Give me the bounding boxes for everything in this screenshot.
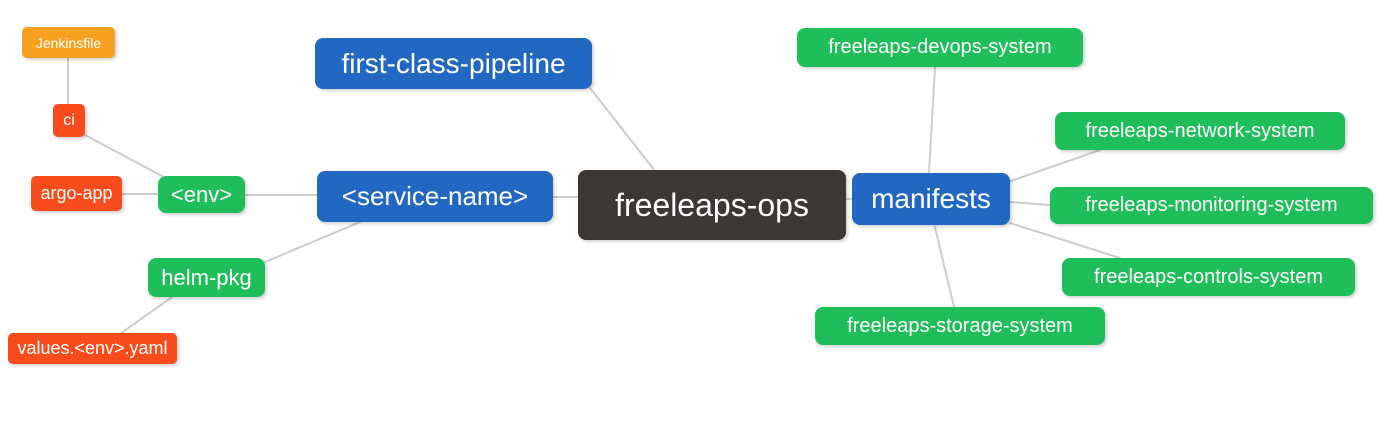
node-manifests[interactable]: manifests [852, 173, 1010, 225]
node-service-name[interactable]: <service-name> [317, 171, 553, 222]
node-env[interactable]: <env> [158, 176, 245, 213]
connector-manifests-storage [934, 226, 955, 308]
connector-ci-env [84, 134, 163, 177]
node-freeleaps-ops-root[interactable]: freeleaps-ops [578, 170, 846, 240]
node-argo-app[interactable]: argo-app [31, 176, 122, 211]
connector-manifests-network [1007, 149, 1101, 183]
node-first-class-pipeline[interactable]: first-class-pipeline [315, 38, 592, 89]
node-helm-pkg[interactable]: helm-pkg [148, 258, 265, 297]
connector-helm-pkg-values [119, 296, 173, 335]
node-freeleaps-storage-system[interactable]: freeleaps-storage-system [815, 307, 1105, 345]
connector-pipeline-root [589, 87, 656, 172]
node-values-env-yaml[interactable]: values.<env>.yaml [8, 333, 177, 364]
node-freeleaps-monitoring-system[interactable]: freeleaps-monitoring-system [1050, 187, 1373, 224]
node-ci[interactable]: ci [53, 104, 85, 137]
node-freeleaps-controls-system[interactable]: freeleaps-controls-system [1062, 258, 1355, 296]
connector-manifests-controls [1009, 222, 1121, 259]
connector-manifests-devops [928, 66, 936, 174]
node-freeleaps-devops-system[interactable]: freeleaps-devops-system [797, 28, 1083, 67]
connector-service-name-helm-pkg [264, 221, 361, 263]
connector-manifests-monitoring [1009, 201, 1051, 206]
node-jenkinsfile[interactable]: Jenkinsfile [22, 27, 115, 58]
node-freeleaps-network-system[interactable]: freeleaps-network-system [1055, 112, 1345, 150]
